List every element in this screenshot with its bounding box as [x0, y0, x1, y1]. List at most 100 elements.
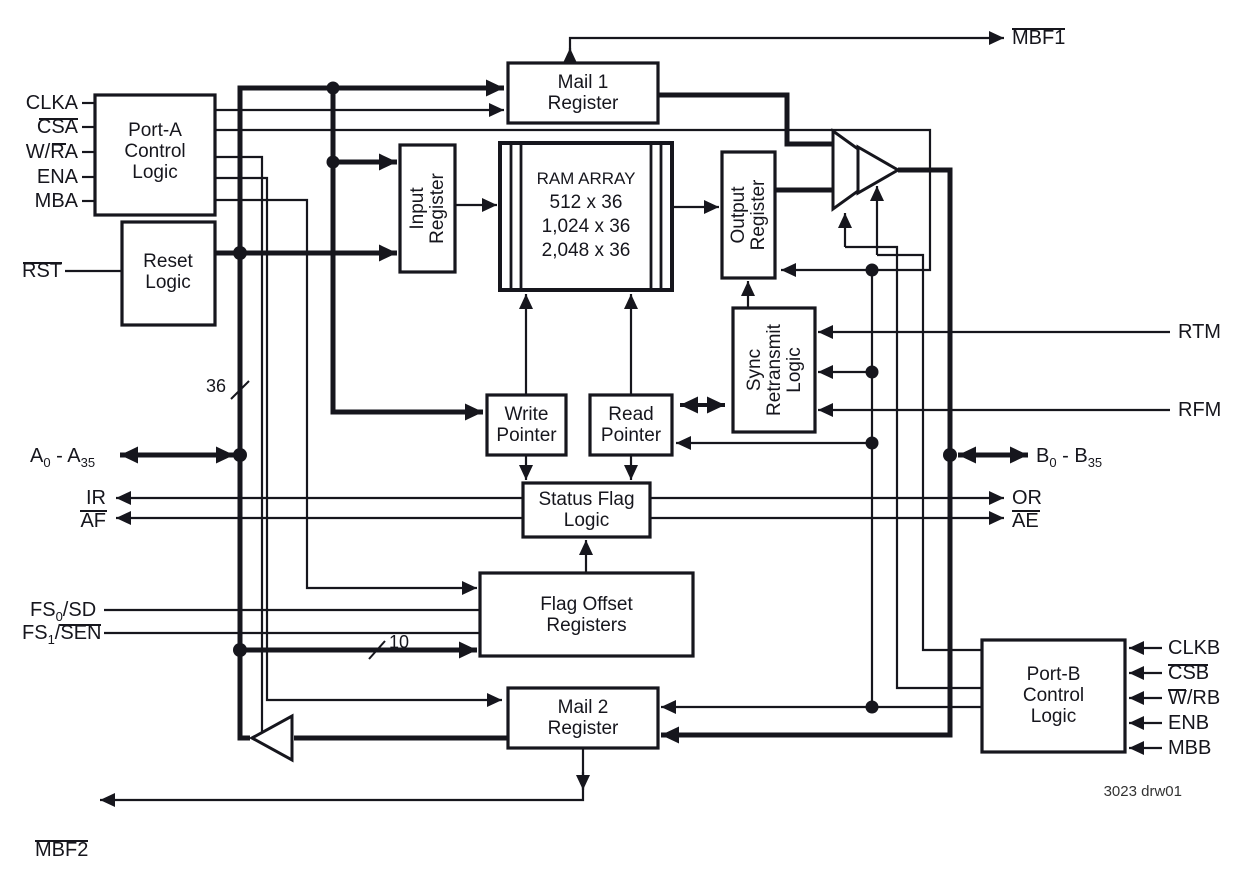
junction-dot	[233, 246, 247, 260]
read-pointer-box	[588, 393, 674, 457]
junction-dot	[865, 700, 879, 714]
ram-label-title: RAM ARRAY	[537, 169, 636, 188]
flag-offset-label-2: Registers	[546, 615, 626, 636]
svg-text:Output: Output	[728, 186, 749, 244]
label-bus-width-36: 36	[206, 376, 226, 396]
input-register-label: Input Register	[407, 172, 448, 243]
label-ir: IR	[86, 487, 106, 509]
junction-dot	[943, 448, 957, 462]
port-b-label-3: Logic	[1031, 706, 1076, 727]
svg-text:Input: Input	[407, 187, 428, 230]
port-b-label-1: Port-B	[1027, 664, 1081, 685]
label-mbf1: MBF1	[1012, 27, 1065, 49]
mail2-label-2: Register	[548, 718, 619, 739]
mail1-register-box	[506, 61, 660, 125]
label-mbb: MBB	[1168, 737, 1211, 759]
wire-mux-enable-route	[845, 245, 982, 690]
blocks: Port-A Control Logic Reset Logic Mail 1 …	[93, 61, 1127, 763]
wire-mbf1	[568, 31, 1004, 63]
wire-porta-to-flag-offset	[215, 198, 477, 595]
wire-porta-to-buffer-enable	[215, 155, 264, 732]
svg-text:Sync: Sync	[744, 349, 765, 391]
junction-dot	[233, 448, 247, 462]
read-pointer-label-1: Read	[608, 404, 653, 425]
a-data-bus	[237, 79, 504, 741]
label-wrb: W/RB	[1168, 687, 1220, 709]
wire-buffer-enable-route	[877, 253, 982, 652]
label-clka: CLKA	[26, 92, 79, 114]
junction-dot	[865, 263, 879, 277]
ram-label-1024: 1,024 x 36	[542, 216, 631, 237]
mail2-label-1: Mail 2	[558, 697, 609, 718]
label-or: OR	[1012, 487, 1042, 509]
wire-porta-to-mail2	[215, 176, 502, 707]
port-a-label-1: Port-A	[128, 120, 182, 141]
drawing-number: 3023 drw01	[1104, 783, 1182, 800]
port-b-control-logic-box	[980, 638, 1127, 754]
output-register-box	[720, 150, 777, 280]
offset-bus-width-slash	[368, 640, 386, 660]
status-label-2: Logic	[564, 510, 609, 531]
label-b-bus: B0 - B35	[1036, 445, 1102, 470]
label-csb: CSB	[1168, 662, 1209, 684]
wire-mail1-to-mux	[658, 92, 833, 147]
label-rtm: RTM	[1178, 321, 1221, 343]
svg-text:Retransmit: Retransmit	[764, 323, 785, 416]
label-fs0-sd: FS0/SD	[30, 599, 96, 624]
label-ae: AE	[1012, 510, 1039, 532]
mail2-register-box	[506, 686, 660, 750]
status-label-1: Status Flag	[538, 489, 634, 510]
flag-offset-registers-box	[478, 571, 695, 658]
ram-label-512: 512 x 36	[550, 192, 623, 213]
port-a-label-2: Control	[124, 141, 185, 162]
write-pointer-box	[485, 393, 568, 457]
reset-logic-box	[120, 220, 217, 327]
wire-porta-long-to-output-register	[215, 128, 932, 277]
output-mux-trapezoid	[831, 128, 860, 212]
label-mbf2: MBF2	[35, 839, 88, 861]
junction-dot	[865, 365, 879, 379]
read-pointer-label-2: Pointer	[601, 425, 662, 446]
label-csa: CSA	[37, 116, 79, 138]
label-mba: MBA	[35, 190, 79, 212]
b-output-tristate-buffer-icon	[856, 144, 902, 196]
port-a-label-3: Logic	[132, 162, 177, 183]
signal-labels: CLKA CSA W/RA ENA MBA RST A0 - A35 IR AF…	[22, 27, 1221, 861]
label-a-bus: A0 - A35	[30, 445, 95, 470]
a-output-tristate-buffer-icon	[248, 713, 294, 763]
label-clkb: CLKB	[1168, 637, 1220, 659]
wire-write-pointer-feed	[330, 88, 483, 421]
write-pointer-label-1: Write	[505, 404, 549, 425]
port-a-control-logic-box	[93, 93, 217, 217]
label-fs1-sen: FS1/SEN	[22, 622, 101, 647]
mail1-label-1: Mail 1	[558, 72, 609, 93]
junction-dots	[233, 81, 957, 714]
mail1-label-2: Register	[548, 93, 619, 114]
sync-retransmit-label: Sync Retransmit Logic	[744, 323, 805, 416]
wire-mbf2	[100, 748, 585, 807]
flag-offset-label-1: Flag Offset	[540, 594, 633, 615]
label-enb: ENB	[1168, 712, 1209, 734]
junction-dot	[865, 436, 879, 450]
svg-text:Logic: Logic	[784, 347, 805, 392]
label-bus-width-10: 10	[389, 632, 409, 652]
output-register-label: Output Register	[728, 179, 769, 250]
reset-label-1: Reset	[143, 251, 193, 272]
junction-dot	[326, 81, 340, 95]
label-af: AF	[80, 510, 106, 532]
label-ena: ENA	[37, 166, 79, 188]
ram-array-box	[498, 141, 674, 292]
wires	[65, 31, 1170, 807]
reset-label-2: Logic	[145, 272, 190, 293]
ram-label-2048: 2,048 x 36	[542, 240, 631, 261]
write-pointer-label-2: Pointer	[496, 425, 557, 446]
svg-text:Register: Register	[748, 179, 769, 250]
status-flag-logic-box	[521, 481, 652, 539]
port-b-label-2: Control	[1023, 685, 1084, 706]
junction-dot	[233, 643, 247, 657]
label-wra: W/RA	[26, 141, 79, 163]
label-rfm: RFM	[1178, 399, 1221, 421]
label-rst: RST	[22, 260, 62, 282]
